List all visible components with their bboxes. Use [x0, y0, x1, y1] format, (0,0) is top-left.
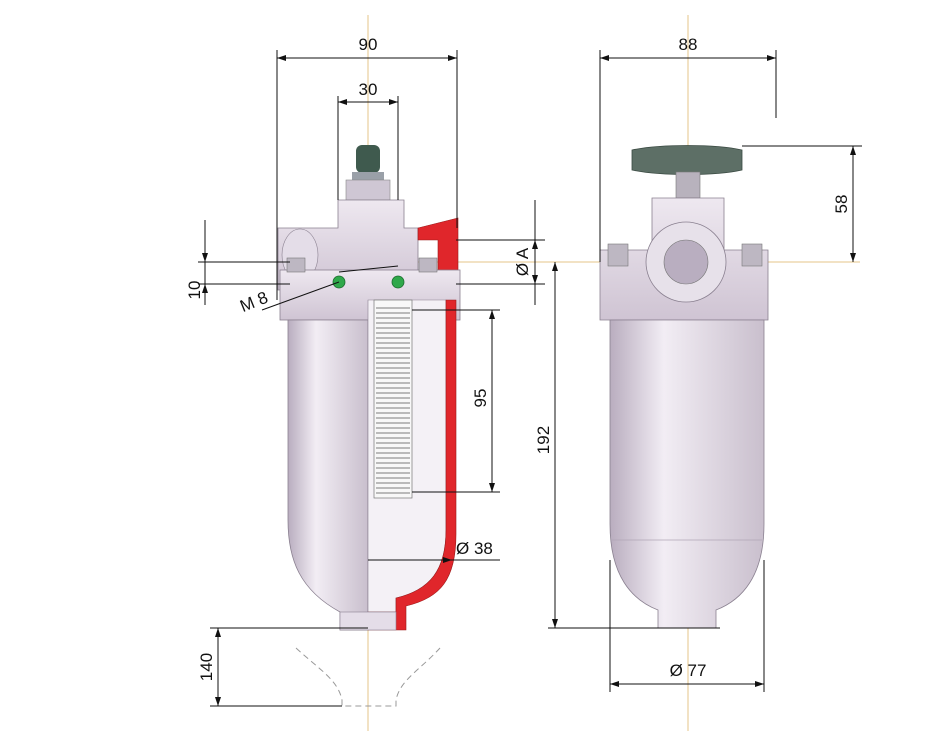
side-bowl: [609, 319, 765, 629]
dimension-arrowhead: [202, 253, 208, 262]
dim-thread: M 8: [237, 288, 270, 316]
dimension-arrowhead: [532, 275, 538, 284]
dimension-arrowhead: [850, 253, 856, 262]
dim-element-length: 95: [471, 389, 490, 408]
dimension-arrowhead: [202, 284, 208, 293]
dimension-arrowhead: [215, 628, 221, 637]
dimension-arrowhead: [443, 557, 452, 563]
dim-width-front: 90: [359, 35, 378, 54]
dim-clearance: 140: [197, 653, 216, 681]
dimension-arrowhead: [755, 681, 764, 687]
dimension-arrowhead: [532, 240, 538, 249]
side-view: [599, 145, 769, 629]
dim-port-diameter: Ø A: [513, 247, 532, 276]
dimension-arrowhead: [215, 697, 221, 706]
side-port-hole: [663, 239, 709, 285]
dimension-arrowhead: [277, 55, 286, 61]
dimension-arrowhead: [610, 681, 619, 687]
side-stem: [675, 171, 701, 199]
filter-element-pleats: [376, 307, 410, 494]
front-nut: [345, 179, 391, 201]
dimension-arrowhead: [600, 55, 609, 61]
dimension-arrowhead: [552, 619, 558, 628]
dim-width-side: 88: [679, 35, 698, 54]
front-bowl: [287, 319, 369, 631]
dim-port-width: 30: [359, 80, 378, 99]
dim-handle-height: 58: [832, 195, 851, 214]
dimension-arrowhead: [489, 310, 495, 319]
front-view: [277, 145, 461, 707]
dim-overall-height: 192: [534, 426, 553, 454]
front-bolt-right: [418, 257, 438, 273]
dim-height-10: 10: [185, 281, 204, 300]
side-bolt-left: [607, 243, 629, 267]
dimension-arrowhead: [448, 55, 457, 61]
dimension-arrowhead: [489, 483, 495, 492]
dim-drain-diameter: Ø 38: [456, 539, 493, 558]
dimension-arrowhead: [389, 99, 398, 105]
dimension-arrows: [202, 55, 856, 706]
dim-bowl-diameter: Ø 77: [670, 661, 707, 680]
front-stem: [352, 172, 384, 180]
side-bolt-right: [741, 243, 763, 267]
side-handle: [631, 145, 743, 175]
dimension-arrowhead: [338, 99, 347, 105]
dimension-arrowhead: [850, 146, 856, 155]
dimension-lines: [198, 50, 862, 707]
front-knob: [356, 145, 380, 173]
clearance-outline: [295, 647, 441, 707]
dimension-arrowhead: [552, 262, 558, 271]
dimension-arrowhead: [767, 55, 776, 61]
front-bolt-left: [286, 257, 306, 273]
front-drain: [339, 611, 397, 631]
indicator-right: [391, 275, 405, 289]
